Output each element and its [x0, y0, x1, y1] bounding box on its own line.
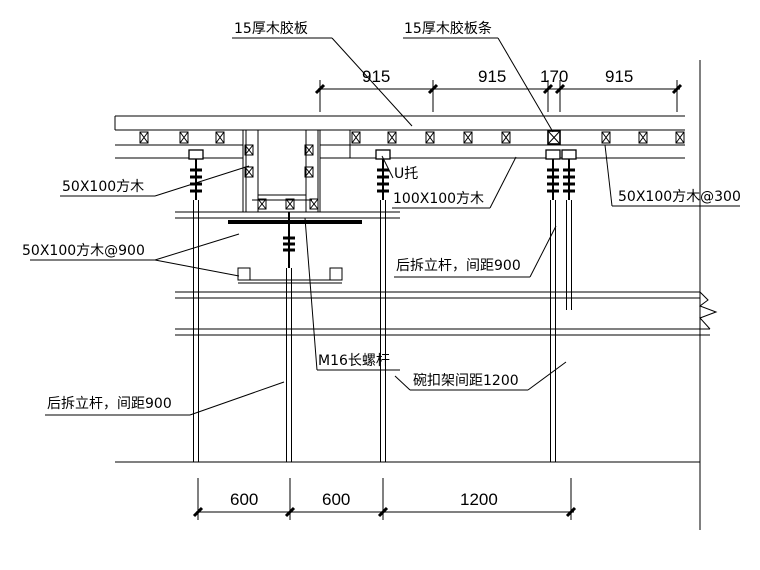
scaffold-post [286, 268, 292, 462]
timber-block [215, 131, 225, 144]
top-dim-2: 915 [478, 67, 506, 86]
u-support-jack [188, 149, 204, 200]
u-support-jacks [188, 149, 577, 200]
u-support-jack [545, 149, 561, 200]
label-timber-50x100: 50X100方木 [62, 179, 144, 195]
bottom-dimension-line: 600 600 1200 [192, 478, 577, 520]
timber-block [601, 131, 611, 144]
top-dim-3: 170 [540, 67, 568, 86]
label-u-support: U托 [394, 166, 418, 182]
timber-block [501, 131, 511, 144]
labels: 15厚木胶板 15厚木胶板条 U托 100X100方木 50X100方木 50X… [22, 20, 741, 412]
label-plywood: 15厚木胶板 [234, 20, 308, 37]
timber-block [351, 131, 361, 144]
scaffold-post [550, 200, 556, 462]
u-support-jack [561, 149, 577, 200]
m16-bolt [283, 212, 295, 268]
timber-block [638, 131, 648, 144]
label-timber-50x100-300: 50X100方木@300 [618, 189, 741, 205]
top-dim-1: 915 [362, 67, 390, 86]
leader-lines [30, 37, 740, 416]
label-timber-50x100-900: 50X100方木@900 [22, 243, 145, 259]
scaffold-post [380, 200, 386, 462]
slab-plywood [114, 115, 685, 131]
bottom-dim-3: 1200 [460, 490, 498, 509]
top-dimension-line: 915 915 170 915 [314, 67, 683, 112]
beam-steel-bar [175, 211, 400, 224]
top-dim-4: 915 [605, 67, 633, 86]
timber-block [675, 131, 685, 144]
scaffold-post [566, 200, 572, 310]
timber-block [387, 131, 397, 144]
label-post-removal-upper: 后拆立杆，间距900 [396, 258, 521, 274]
label-plywood-strip: 15厚木胶板条 [404, 20, 492, 37]
timber-block [425, 131, 435, 144]
plywood-strip-box [547, 130, 561, 145]
label-post-removal-lower: 后拆立杆，间距900 [47, 396, 172, 412]
bottom-dim-1: 600 [230, 490, 258, 509]
label-timber-100x100: 100X100方木 [393, 191, 484, 207]
u-support-jack [375, 149, 391, 200]
timber-50x100-blocks [139, 131, 685, 210]
timber-block [139, 131, 149, 144]
bottom-dim-2: 600 [322, 490, 350, 509]
timber-block [285, 198, 295, 210]
label-cuplock-spacing: 碗扣架间距1200 [413, 373, 519, 389]
scaffold-ledgers [115, 291, 718, 463]
beam-lower-timbers [237, 267, 343, 284]
label-m16-bolt: M16长螺杆 [318, 353, 390, 369]
timber-block [179, 131, 189, 144]
scaffold-post [193, 200, 199, 462]
scaffold-posts [193, 200, 572, 462]
timber-block [463, 131, 473, 144]
